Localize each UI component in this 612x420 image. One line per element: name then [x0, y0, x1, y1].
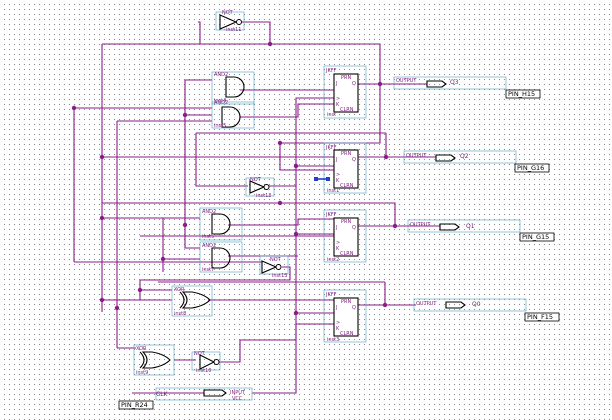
ff-j: J: [335, 81, 337, 87]
ff-j: J: [335, 225, 337, 231]
jkff-1[interactable]: JKFF PRN J Q > K CLRN inst: [323, 65, 367, 119]
output-pin-q1[interactable]: OUTPUT Q1 PIN_G15: [407, 219, 555, 242]
ff-q: Q: [352, 305, 356, 311]
not-gate-low[interactable]: NOT inst13: [259, 255, 289, 279]
ff-inst: inst: [327, 112, 336, 118]
output-pin-q3[interactable]: OUTPUT Q3 PIN_H15: [393, 76, 541, 99]
ff-pr: PRN: [341, 75, 351, 81]
pin-signal: CLK: [156, 391, 169, 398]
ff-j: J: [335, 157, 337, 163]
gate-inst: inst7: [202, 267, 214, 273]
gate-type: AND2: [214, 72, 228, 78]
gate-inst: inst13: [272, 273, 288, 279]
pin-location: PIN_G16: [517, 164, 544, 172]
pin-signal: Q3: [450, 79, 459, 86]
pin-location: PIN_F15: [527, 313, 553, 321]
pin-vcc: VCC: [232, 396, 243, 402]
ff-k: K: [336, 326, 340, 332]
ff-type: JKFF: [325, 212, 337, 218]
ff-clk: >: [336, 172, 340, 178]
not-gate-bottom[interactable]: NOT inst10: [191, 351, 221, 374]
ff-type: JKFF: [325, 145, 337, 151]
ff-k: K: [336, 178, 340, 184]
gate-type: NOT: [250, 177, 262, 183]
ff-inst: inst1: [327, 188, 339, 194]
ff-k: K: [336, 102, 340, 108]
ff-q: Q: [352, 81, 356, 87]
ff-inst: inst2: [327, 257, 339, 263]
jkff-4[interactable]: JKFF PRN J Q > K CLRN inst3: [323, 289, 367, 343]
ff-pr: PRN: [341, 219, 351, 225]
pin-dir: OUTPUT: [416, 301, 437, 307]
and-gate-c[interactable]: AND2 inst5: [199, 207, 243, 241]
ff-j: J: [335, 305, 337, 311]
gate-inst: inst4: [214, 98, 226, 104]
ff-clk: >: [336, 320, 340, 326]
pin-location: PIN_H15: [508, 90, 535, 98]
gate-type: AND2: [202, 209, 216, 215]
gate-inst: inst9: [136, 370, 148, 376]
pin-dir: INPUT: [230, 390, 246, 396]
ff-clr: CLRN: [340, 251, 354, 257]
gate-type: NOT: [222, 10, 234, 16]
ff-k: K: [336, 246, 340, 252]
output-pin-q2[interactable]: OUTPUT Q2 PIN_G16: [403, 150, 550, 173]
ff-q: Q: [352, 157, 356, 163]
and-gate-b[interactable]: AND2 inst5: [211, 100, 255, 129]
and-gate-a[interactable]: AND2 inst4: [211, 71, 255, 105]
gate-type: AND2: [214, 100, 228, 106]
ff-clr: CLRN: [340, 331, 354, 337]
gate-type: XOR: [136, 346, 147, 352]
and-gate-d[interactable]: AND2 inst7: [199, 241, 243, 273]
gate-inst: inst10: [196, 368, 212, 374]
gate-inst: inst11: [226, 27, 242, 33]
pin-dir: OUTPUT: [410, 222, 431, 228]
gate-type: AND2: [202, 243, 216, 249]
ff-pr: PRN: [341, 151, 351, 157]
input-pin-clk[interactable]: CLK INPUT VCC PIN_R24: [118, 387, 253, 410]
ff-clk: >: [336, 240, 340, 246]
pin-signal: Q1: [466, 223, 475, 230]
pin-location: PIN_G15: [522, 233, 549, 241]
ff-inst: inst3: [327, 337, 339, 343]
not-gate-top[interactable]: NOT inst11: [215, 10, 245, 33]
pin-dir: OUTPUT: [406, 153, 427, 159]
gate-inst: inst5: [214, 123, 226, 129]
pin-location: PIN_R24: [121, 401, 148, 409]
wires: [73, 21, 440, 394]
gate-inst: inst12: [256, 193, 272, 199]
ff-pr: PRN: [341, 299, 351, 305]
ff-clr: CLRN: [340, 183, 354, 189]
not-gate-mid[interactable]: NOT inst12: [245, 177, 275, 199]
output-pin-q0[interactable]: OUTPUT Q0 PIN_F15: [413, 298, 560, 322]
ff-type: JKFF: [325, 68, 337, 74]
ff-clk: >: [336, 96, 340, 102]
gate-inst: inst8: [174, 311, 186, 317]
xor-gate-a[interactable]: XOR inst8: [171, 285, 213, 317]
ff-q: Q: [352, 225, 356, 231]
pin-signal: Q0: [472, 301, 481, 308]
gate-type: XOR: [174, 287, 185, 293]
ff-type: JKFF: [325, 292, 337, 298]
selected-wire[interactable]: [314, 177, 330, 181]
junctions: [71, 41, 398, 316]
ff-clr: CLRN: [340, 107, 354, 113]
pin-dir: OUTPUT: [396, 78, 417, 84]
gate-inst: inst5: [202, 234, 214, 240]
jkff-3[interactable]: JKFF PRN J Q > K CLRN inst2: [323, 209, 367, 263]
gate-type: NOT: [270, 257, 282, 263]
pin-signal: Q2: [460, 153, 469, 160]
xor-gate-b[interactable]: XOR inst9: [133, 344, 175, 376]
jkff-2[interactable]: JKFF PRN J Q > K CLRN inst1: [323, 142, 367, 194]
gate-type: NOT: [194, 351, 206, 357]
